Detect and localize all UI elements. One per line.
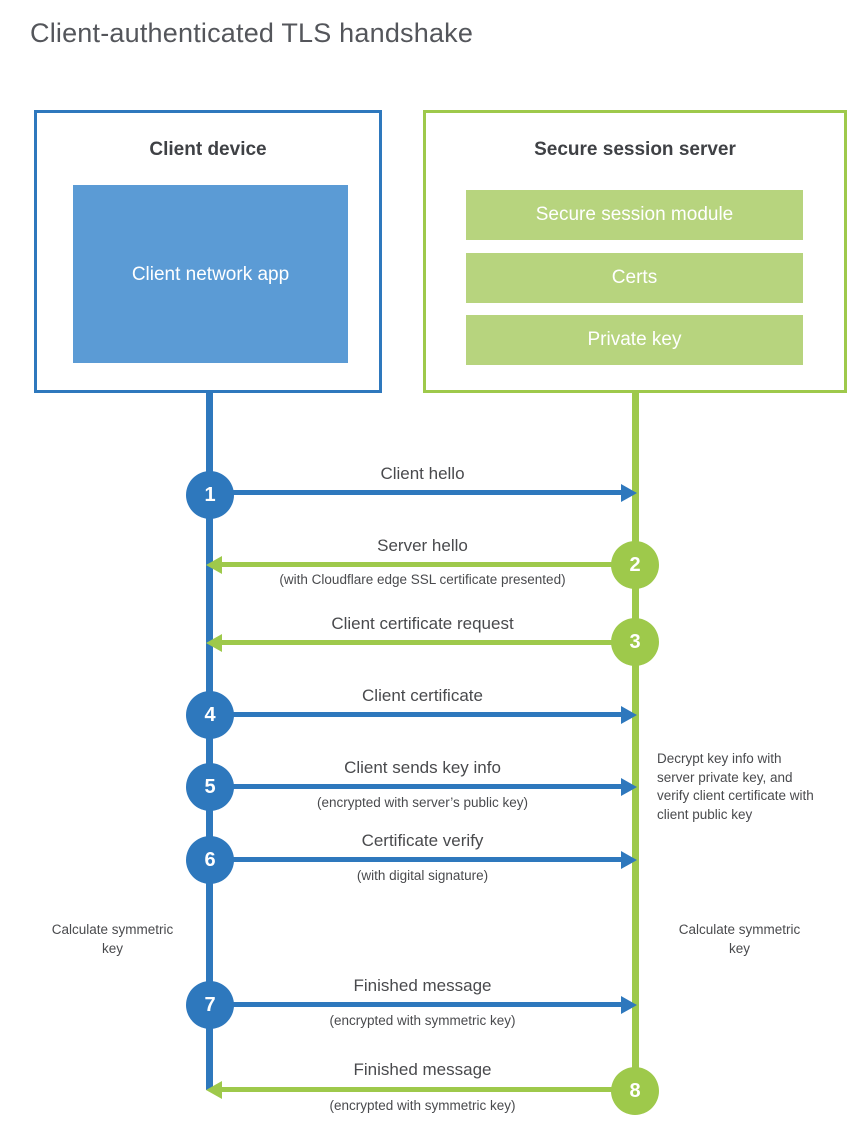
message-2-arrow [206, 556, 635, 574]
step-6-badge: 6 [186, 836, 234, 884]
step-number: 3 [629, 630, 641, 653]
step-number: 1 [204, 483, 216, 506]
step-number: 6 [204, 848, 216, 871]
message-4-label: Client certificate [362, 686, 483, 705]
step-2-badge: 2 [611, 541, 659, 589]
client-calculate-note: Calculate symmetric key [51, 922, 174, 956]
arrow-right-icon [621, 484, 637, 502]
server-decrypt-note: Decrypt key info with server private key… [657, 751, 814, 822]
client-lifeline [206, 393, 213, 1090]
message-8-sublabel: (encrypted with symmetric key) [329, 1098, 516, 1113]
arrow-left-icon [206, 556, 222, 574]
client-device-box: Client device Client network app [34, 110, 382, 393]
step-8-badge: 8 [611, 1067, 659, 1115]
server-module-label: Certs [611, 267, 658, 288]
arrow-shaft [210, 1002, 624, 1007]
step-3-badge: 3 [611, 618, 659, 666]
secure-session-server-heading: Secure session server [534, 139, 736, 160]
step-7-badge: 7 [186, 981, 234, 1029]
step-number: 2 [629, 553, 641, 576]
arrow-shaft [210, 490, 624, 495]
step-number: 5 [204, 775, 216, 798]
message-5-arrow [210, 778, 637, 796]
message-1-label: Client hello [380, 464, 465, 483]
arrow-right-icon [621, 706, 637, 724]
arrow-shaft [210, 857, 624, 862]
client-network-app-box: Client network app [73, 185, 348, 363]
message-3-arrow [206, 634, 635, 652]
step-1-badge: 1 [186, 471, 234, 519]
message-8-arrow [206, 1081, 635, 1099]
server-calculate-note: Calculate symmetric key [678, 922, 801, 956]
message-3-label: Client certificate request [331, 614, 514, 633]
server-lifeline [632, 393, 639, 1093]
message-7-label: Finished message [353, 976, 492, 995]
arrow-right-icon [621, 778, 637, 796]
arrow-shaft [210, 712, 624, 717]
step-number: 4 [204, 703, 216, 726]
arrow-shaft [219, 562, 635, 567]
message-6-label: Certificate verify [361, 831, 484, 850]
message-2-label: Server hello [377, 536, 468, 555]
message-2-sublabel: (with Cloudflare edge SSL certificate pr… [279, 572, 566, 587]
step-number: 8 [629, 1079, 641, 1102]
step-number: 7 [204, 993, 216, 1016]
message-5-sublabel: (encrypted with server’s public key) [316, 795, 529, 810]
message-5-label: Client sends key info [344, 758, 501, 777]
client-network-app-label: Client network app [131, 263, 290, 285]
arrow-shaft [219, 640, 635, 645]
message-8-label: Finished message [353, 1060, 492, 1079]
server-module-bar: Secure session module [466, 190, 803, 240]
server-module-label: Private key [587, 329, 682, 350]
message-1-arrow [210, 484, 637, 502]
message-4-arrow [210, 706, 637, 724]
arrow-left-icon [206, 1081, 222, 1099]
arrow-left-icon [206, 634, 222, 652]
arrow-shaft [219, 1087, 635, 1092]
client-device-heading: Client device [149, 139, 267, 160]
arrow-right-icon [621, 851, 637, 869]
arrow-shaft [210, 784, 624, 789]
step-4-badge: 4 [186, 691, 234, 739]
page-title: Client-authenticated TLS handshake [30, 18, 474, 48]
server-module-bar: Private key [466, 315, 803, 365]
secure-session-server-box: Secure session server Secure session mod… [423, 110, 847, 393]
server-module-bar: Certs [466, 253, 803, 303]
server-module-label: Secure session module [535, 204, 734, 225]
message-6-sublabel: (with digital signature) [356, 868, 489, 883]
arrow-right-icon [621, 996, 637, 1014]
step-5-badge: 5 [186, 763, 234, 811]
message-6-arrow [210, 851, 637, 869]
message-7-arrow [210, 996, 637, 1014]
message-7-sublabel: (encrypted with symmetric key) [329, 1013, 516, 1028]
